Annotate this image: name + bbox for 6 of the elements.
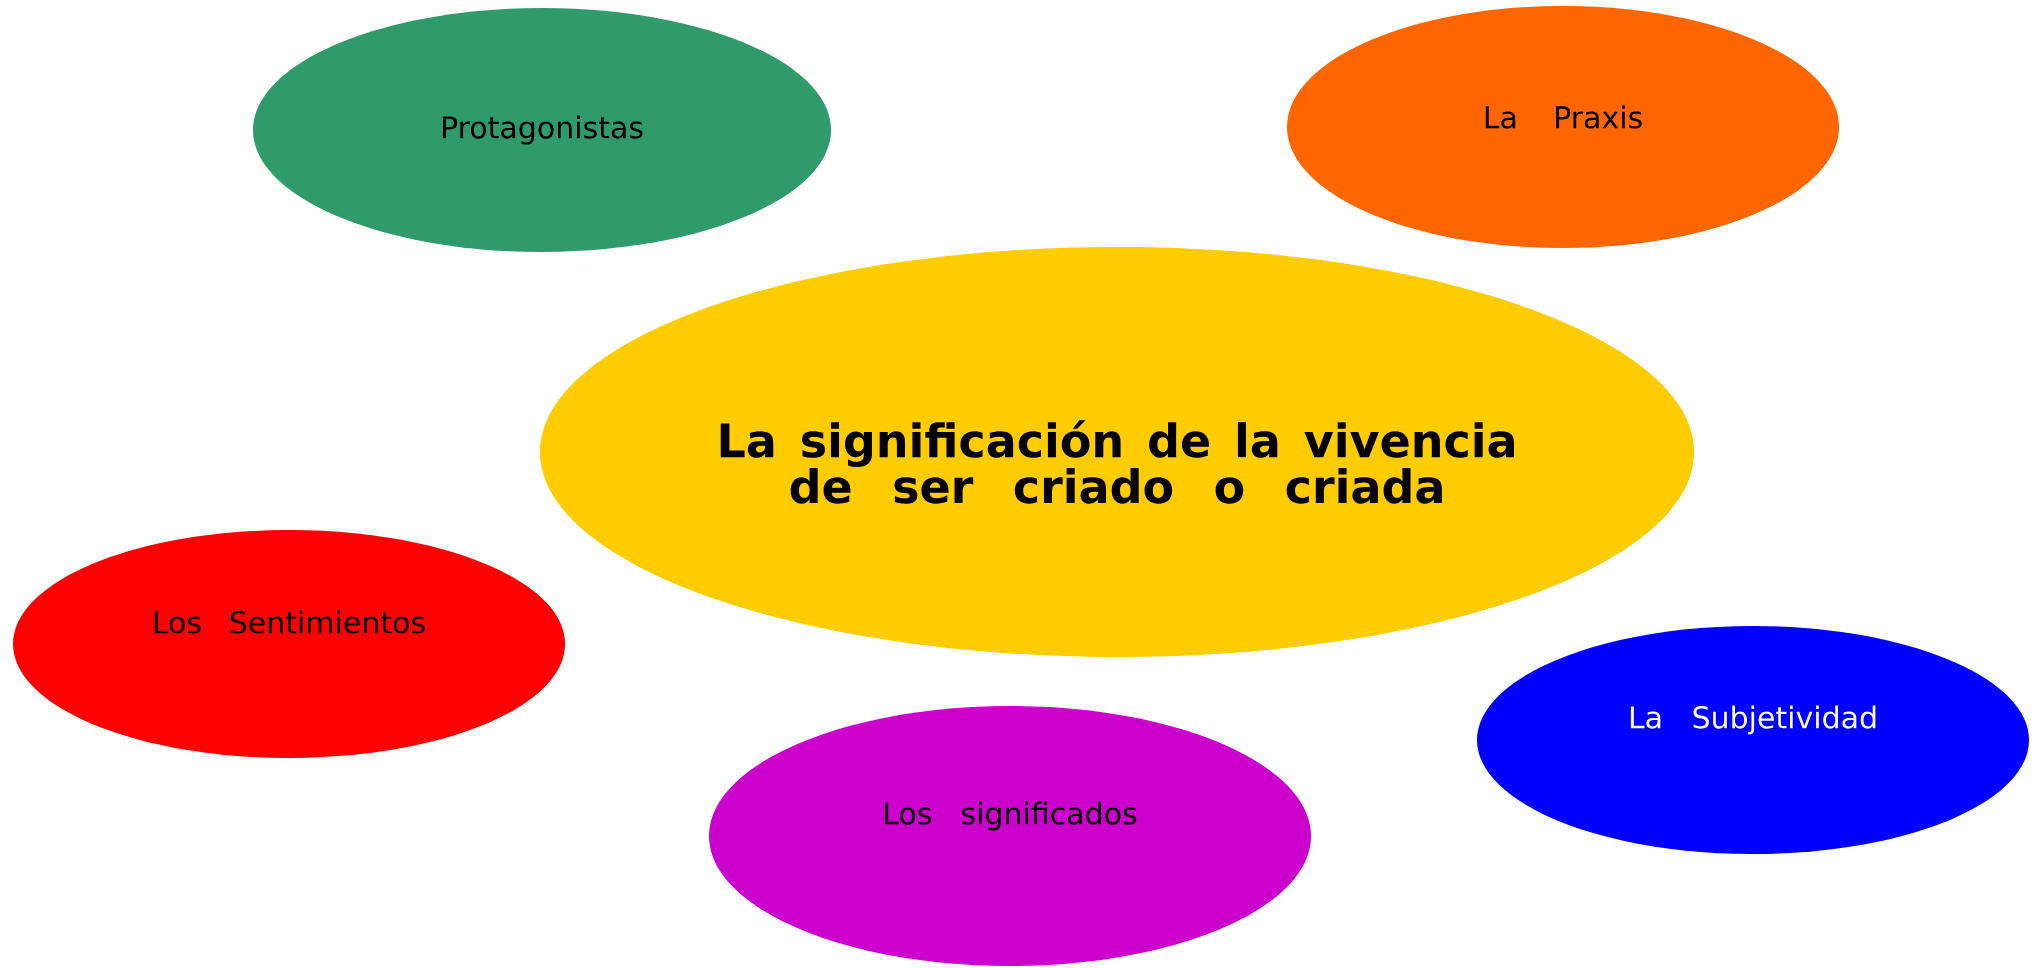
- oval-bubble: La Praxis: [1287, 6, 1839, 248]
- oval-bubble: La Subjetividad: [1477, 626, 2029, 854]
- oval-bubble: Los significados: [709, 706, 1311, 966]
- oval-bubble: Los Sentimientos: [13, 530, 565, 758]
- oval-bubble: Protagonistas: [253, 8, 831, 252]
- oval-bubble: La significación de la vivencia de ser criado o criada: [540, 247, 1694, 657]
